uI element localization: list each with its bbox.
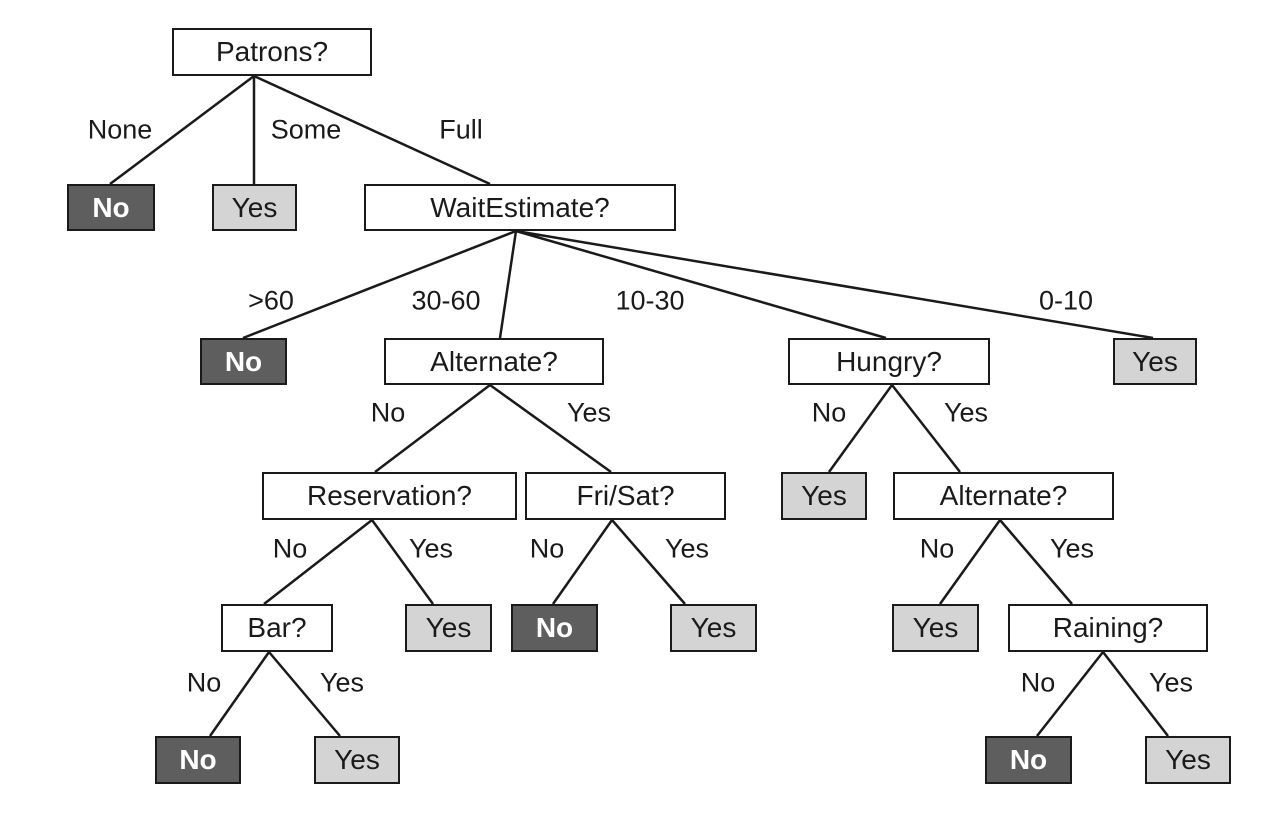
leaf-node-yes8: Yes: [1145, 736, 1231, 784]
edge-alternate2-to-raining: [999, 519, 1073, 605]
edge-label-waitestimate-to-alternate1: 30-60: [411, 285, 481, 316]
leaf-node-no1: No: [67, 184, 155, 231]
leaf-node-yes5: Yes: [670, 604, 757, 652]
edge-label-alternate1-to-frisat: Yes: [566, 397, 612, 428]
edge-label-waitestimate-to-no2: >60: [248, 285, 294, 316]
decision-node-alternate1: Alternate?: [384, 338, 604, 385]
edge-label-frisat-to-no3: No: [529, 533, 565, 564]
edge-waitestimate-to-yes2: [515, 229, 1154, 340]
edge-label-reservation-to-bar: No: [272, 533, 308, 564]
leaf-node-no5: No: [985, 736, 1072, 784]
decision-node-patrons: Patrons?: [172, 28, 372, 76]
edge-label-reservation-to-yes4: Yes: [408, 533, 454, 564]
edge-label-frisat-to-yes5: Yes: [664, 533, 710, 564]
decision-node-alternate2: Alternate?: [893, 472, 1114, 520]
edge-label-raining-to-yes8: Yes: [1148, 667, 1194, 698]
edge-label-patrons-to-waitestimate: Full: [439, 114, 483, 145]
edge-raining-to-no5: [1036, 651, 1104, 737]
edge-label-bar-to-yes7: Yes: [319, 667, 365, 698]
edge-frisat-to-no3: [551, 519, 614, 605]
edge-label-waitestimate-to-hungry: 10-30: [615, 285, 685, 316]
decision-node-bar: Bar?: [221, 604, 333, 652]
decision-node-hungry: Hungry?: [788, 338, 990, 385]
leaf-node-no4: No: [155, 736, 241, 784]
decision-node-frisat: Fri/Sat?: [525, 472, 726, 520]
edge-hungry-to-alternate2: [891, 384, 961, 473]
edge-waitestimate-to-no2: [242, 229, 517, 340]
edge-hungry-to-yes3: [827, 384, 894, 473]
edge-alternate2-to-yes6: [938, 519, 1002, 605]
edge-label-alternate2-to-raining: Yes: [1049, 533, 1095, 564]
leaf-node-yes3: Yes: [781, 472, 867, 520]
edge-label-hungry-to-yes3: No: [811, 397, 847, 428]
edge-label-patrons-to-no1: None: [87, 114, 153, 145]
edge-label-alternate1-to-reservation: No: [370, 397, 406, 428]
edge-reservation-to-yes4: [370, 519, 435, 605]
leaf-node-yes1: Yes: [212, 184, 297, 231]
leaf-node-no2: No: [200, 338, 287, 385]
decision-node-reservation: Reservation?: [262, 472, 517, 520]
edge-alternate1-to-frisat: [489, 383, 612, 474]
leaf-node-yes6: Yes: [892, 604, 979, 652]
edge-raining-to-yes8: [1102, 651, 1169, 737]
edge-bar-to-yes7: [268, 651, 341, 737]
edge-bar-to-no4: [208, 651, 271, 737]
edge-label-bar-to-no4: No: [186, 667, 222, 698]
leaf-node-no3: No: [511, 604, 598, 652]
edge-patrons-to-waitestimate: [253, 74, 491, 186]
edge-reservation-to-bar: [263, 519, 373, 605]
edge-label-waitestimate-to-yes2: 0-10: [1038, 285, 1094, 316]
leaf-node-yes2: Yes: [1113, 338, 1197, 385]
decision-node-raining: Raining?: [1008, 604, 1208, 652]
edge-patrons-to-no1: [109, 75, 255, 185]
decision-node-waitestimate: WaitEstimate?: [364, 184, 676, 231]
edge-frisat-to-yes5: [611, 519, 686, 605]
edge-label-raining-to-no5: No: [1020, 667, 1056, 698]
edge-waitestimate-to-hungry: [515, 229, 887, 340]
edge-waitestimate-to-alternate1: [498, 230, 518, 339]
edge-label-hungry-to-alternate2: Yes: [943, 397, 989, 428]
leaf-node-yes7: Yes: [314, 736, 400, 784]
leaf-node-yes4: Yes: [405, 604, 492, 652]
edge-label-patrons-to-yes1: Some: [270, 114, 342, 145]
edge-label-alternate2-to-yes6: No: [919, 533, 955, 564]
edge-alternate1-to-reservation: [374, 384, 491, 473]
